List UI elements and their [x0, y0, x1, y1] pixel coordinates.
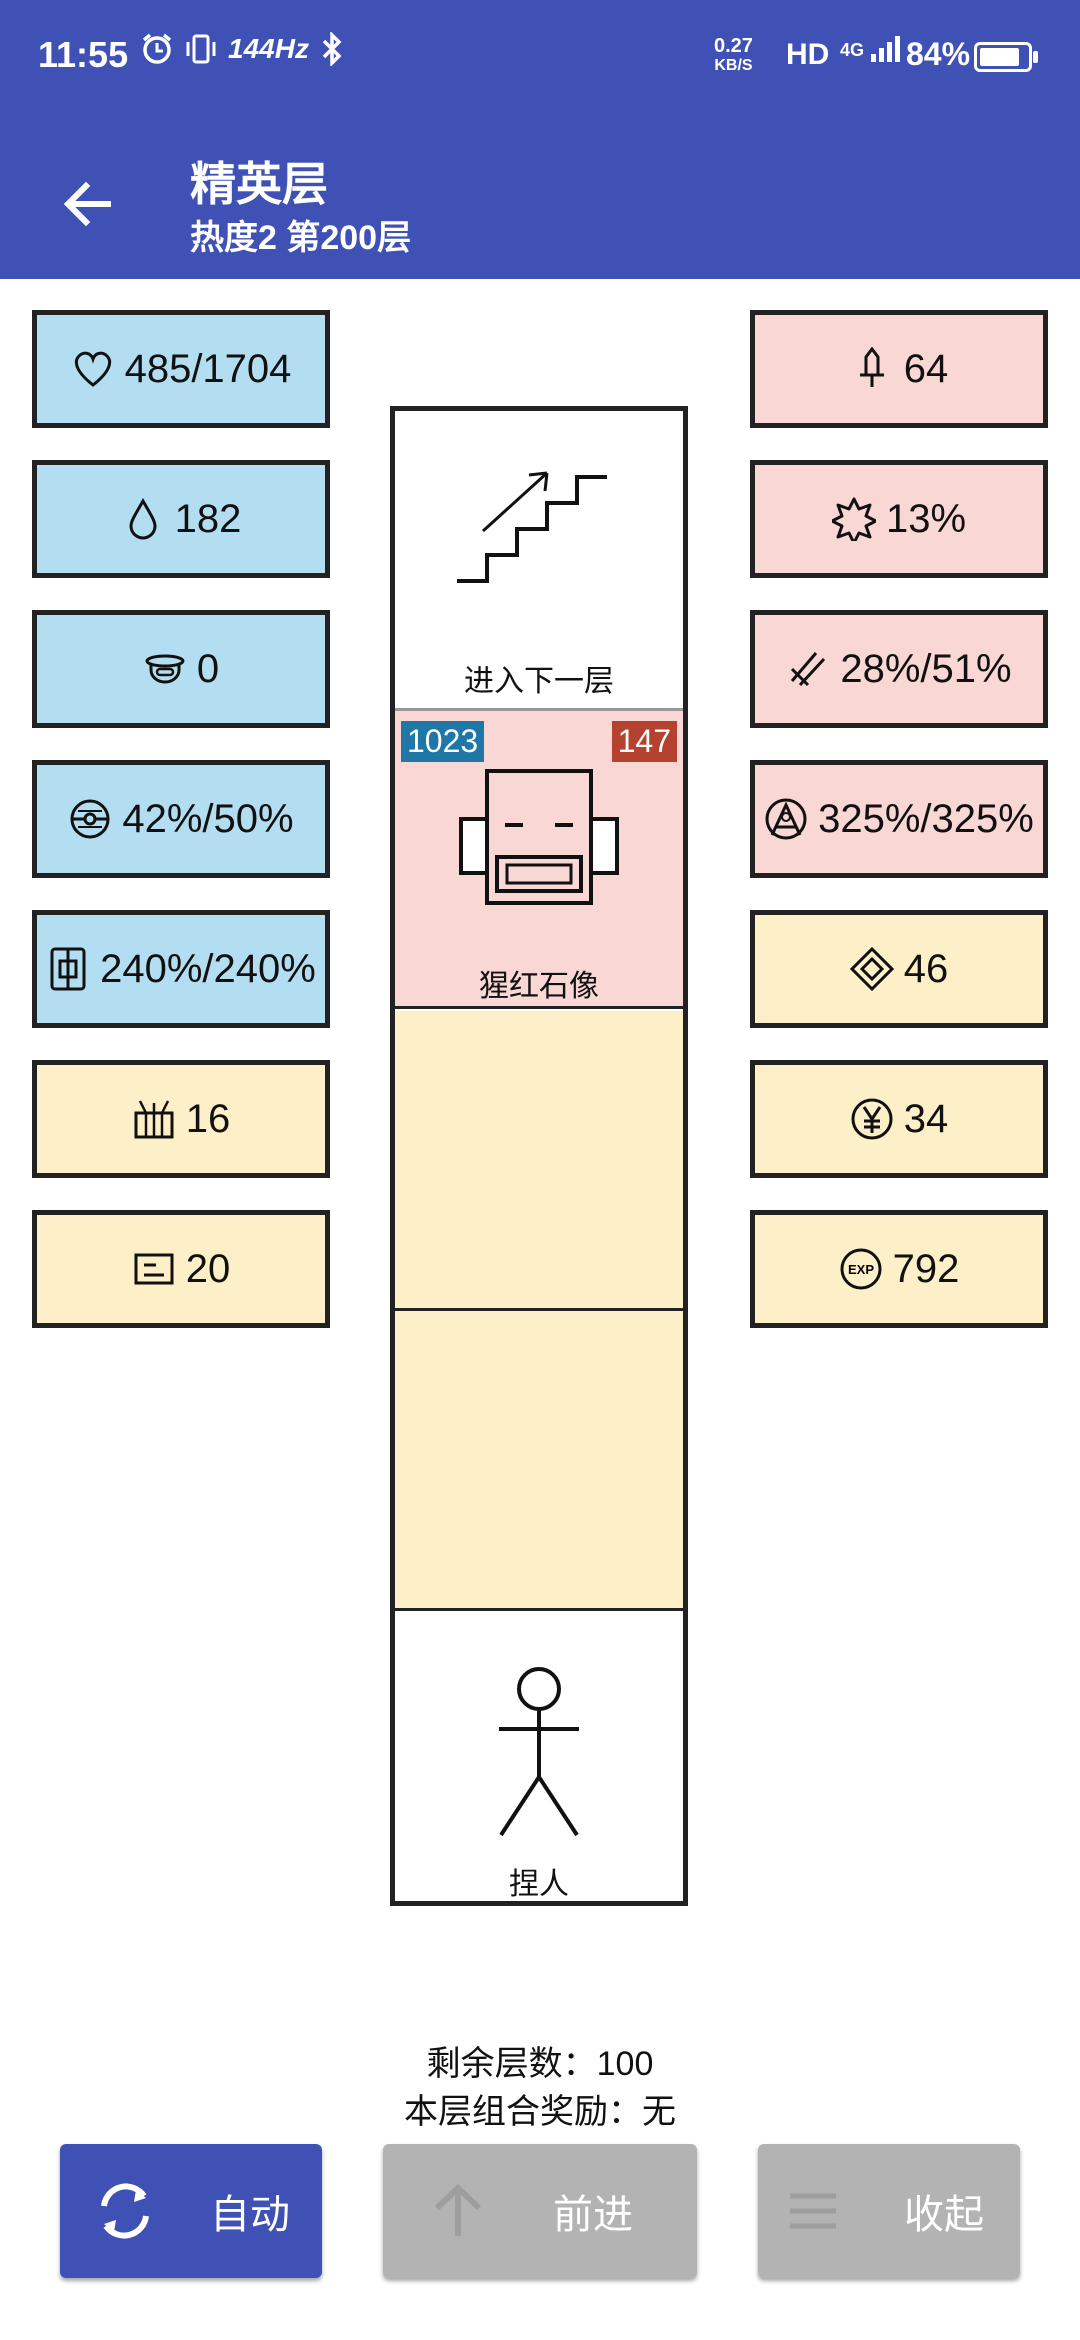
stat-pierce: 28%/51% [750, 610, 1048, 728]
yen-icon [851, 1098, 893, 1140]
player-name: 捏人 [509, 1868, 569, 1901]
enemy-cell[interactable]: 1023 147 猩红石像 [395, 711, 683, 1009]
stat-magic: 325%/325% [750, 760, 1048, 878]
stat-gem: 46 [750, 910, 1048, 1028]
menu-icon [790, 2193, 836, 2229]
signal-icon [871, 36, 901, 62]
alarm-icon [142, 33, 172, 64]
stat-mp: 182 [32, 460, 330, 578]
golem-icon [459, 769, 619, 905]
heart-icon [74, 351, 111, 387]
svg-text:EXP: EXP [848, 1262, 874, 1277]
enemy-hp-badge: 1023 [401, 721, 485, 762]
hd-indicator: HD [786, 38, 830, 71]
arrow-up-icon [434, 2183, 482, 2236]
stat-card: 20 [32, 1210, 330, 1328]
stat-hp: 485/1704 [32, 310, 330, 428]
slash-icon [791, 652, 826, 687]
stat-resist: 42%/50% [32, 760, 330, 878]
refresh-rate: 144Hz [228, 33, 309, 64]
diamond-icon [849, 947, 894, 991]
empty-cell-1[interactable] [395, 1011, 683, 1311]
shield-disc-icon [70, 799, 110, 839]
circle-a-icon [765, 798, 807, 840]
status-left-icons: 144Hz [140, 32, 345, 66]
forward-button[interactable]: 前进 [383, 2144, 697, 2278]
page-title: 精英层 [190, 158, 328, 210]
battery-percent: 84% [906, 36, 971, 72]
stairs-label: 进入下一层 [464, 665, 614, 698]
signal-indicator: 4G [840, 34, 905, 64]
stat-exp: EXP 792 [750, 1210, 1048, 1328]
stat-attack: 64 [750, 310, 1048, 428]
back-arrow-icon[interactable] [58, 174, 118, 234]
battery-icon [974, 42, 1038, 72]
network-speed: 0.27 KB/S [714, 35, 753, 74]
app-bar: 精英层 热度2 第200层 [0, 114, 1080, 279]
exp-icon: EXP [840, 1248, 882, 1290]
stat-crit: 13% [750, 460, 1048, 578]
chest-icon [134, 1100, 174, 1139]
stat-chest: 16 [32, 1060, 330, 1178]
remaining-floors: 剩余层数：100 [426, 2045, 654, 2083]
vibrate-icon [186, 34, 216, 64]
card-icon [134, 1253, 174, 1285]
auto-button[interactable]: 自动 [60, 2144, 322, 2278]
player-cell[interactable]: 捏人 [395, 1611, 683, 1901]
bluetooth-icon [322, 32, 342, 66]
enemy-attack-badge: 147 [611, 721, 677, 762]
stat-defense: 0 [32, 610, 330, 728]
armor-icon [50, 947, 86, 991]
status-time: 11:55 [38, 34, 129, 75]
page-subtitle: 热度2 第200层 [190, 219, 412, 257]
sync-icon [101, 2183, 149, 2239]
stick-figure-icon [499, 1667, 579, 1837]
burst-icon [831, 497, 876, 541]
stat-armor: 240%/240% [32, 910, 330, 1028]
stairs-cell[interactable]: 进入下一层 [395, 411, 683, 709]
stairs-icon [457, 471, 607, 583]
sword-icon [859, 347, 884, 387]
empty-cell-2[interactable] [395, 1311, 683, 1611]
status-bar: 11:55 144Hz 0.27 KB/S HD 4G 84% [0, 0, 1080, 114]
drop-icon [129, 497, 157, 540]
tower-column: 进入下一层 1023 147 猩红石像 捏人 [390, 406, 688, 1906]
divider [395, 708, 683, 711]
helmet-icon [145, 654, 185, 684]
stat-gold: 34 [750, 1060, 1048, 1178]
combo-reward: 本层组合奖励：无 [404, 2093, 676, 2131]
collapse-button[interactable]: 收起 [758, 2144, 1020, 2278]
enemy-name: 猩红石像 [479, 970, 599, 1003]
